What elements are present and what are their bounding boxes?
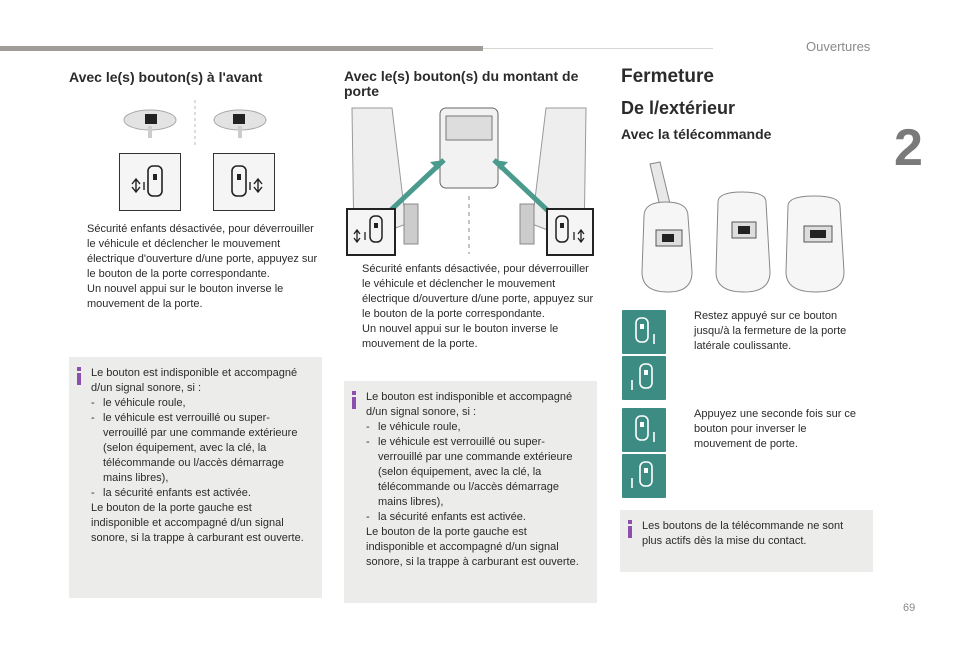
section-heading-front-buttons: Avec le(s) bouton(s) à l'avant [69, 69, 263, 85]
left-door-button [119, 153, 181, 211]
van-side-door-icon [353, 215, 383, 244]
header-rule [0, 46, 483, 51]
list-item: -le véhicule est verrouillé ou super-ver… [91, 412, 298, 484]
note-intro: Le bouton est indisponible et accompagné… [366, 391, 573, 418]
list-item: -le véhicule roule, [91, 397, 186, 409]
heading-telecommande: Avec la télécommande [621, 126, 772, 142]
steering-wheel-icon [213, 109, 267, 138]
info-note-col1: Le bouton est indisponible et accompagné… [69, 357, 322, 598]
van-side-door-icon [131, 165, 163, 197]
heading-exterieur: De l/extérieur [621, 98, 736, 118]
dashboard-illustration [123, 100, 267, 148]
list-item: Un nouvel appui sur le bouton inverse le… [362, 323, 559, 350]
list-item: -le véhicule est verrouillé ou super-ver… [366, 436, 573, 508]
remote-keys-illustration [641, 161, 845, 293]
remote-close-button-tile [622, 356, 666, 400]
info-note-col3: Les boutons de la télécommande ne sont p… [620, 510, 873, 572]
van-side-door-icon [631, 363, 653, 390]
col3-bullet-2: Appuyez une seconde fois sur ce bouton p… [676, 407, 860, 452]
list-item: -le véhicule roule, [366, 421, 461, 433]
col2-bullets: Sécurité enfants désactivée, pour déverr… [344, 262, 594, 352]
section-heading-pillar-buttons: Avec le(s) bouton(s) du montant de porte [344, 68, 579, 99]
remote-key-icon [715, 191, 771, 293]
note-text: Les boutons de la télécommande ne sont p… [642, 520, 844, 547]
remote-close-button-tile [622, 310, 666, 354]
list-item: Sécurité enfants désactivée, pour déverr… [362, 263, 594, 320]
left-pillar-button [346, 208, 396, 256]
chapter-title: Ouvertures [806, 39, 871, 54]
header-rule-thin [483, 48, 713, 49]
col3-bullet-1: Restez appuyé sur ce bouton jusqu/à la f… [676, 309, 860, 354]
chapter-number: 2 [894, 119, 923, 177]
list-item: Appuyez une seconde fois sur ce bouton p… [694, 408, 857, 450]
remote-reverse-button-tile [622, 408, 666, 452]
remote-reverse-button-tile [622, 454, 666, 498]
heading-fermeture: Fermeture [621, 66, 714, 87]
remote-key-icon [641, 161, 693, 293]
list-item: -la sécurité enfants est activée. [91, 487, 251, 499]
page-number: 69 [903, 602, 916, 614]
right-door-button [213, 153, 275, 211]
note-outro: Le bouton de la porte gauche est indispo… [91, 502, 304, 544]
van-side-door-icon [555, 215, 585, 244]
info-icon [352, 391, 356, 409]
van-side-door-icon [631, 461, 653, 488]
remote-key-icon [785, 195, 845, 293]
van-side-door-icon [635, 415, 655, 442]
info-icon [628, 520, 632, 538]
note-outro: Le bouton de la porte gauche est indispo… [366, 526, 579, 568]
list-item: Restez appuyé sur ce bouton jusqu/à la f… [694, 310, 847, 352]
info-note-col2: Le bouton est indisponible et accompagné… [344, 381, 597, 603]
col1-bullets: Sécurité enfants désactivée, pour déverr… [69, 222, 319, 312]
list-item: Sécurité enfants désactivée, pour déverr… [87, 223, 318, 280]
info-icon [77, 367, 81, 385]
van-side-door-icon [635, 317, 655, 344]
list-item: Un nouvel appui sur le bouton inverse le… [87, 283, 284, 310]
van-side-door-icon [231, 165, 263, 197]
list-item: -la sécurité enfants est activée. [366, 511, 526, 523]
steering-wheel-icon [123, 109, 177, 138]
right-pillar-button [546, 208, 594, 256]
note-intro: Le bouton est indisponible et accompagné… [91, 367, 298, 394]
